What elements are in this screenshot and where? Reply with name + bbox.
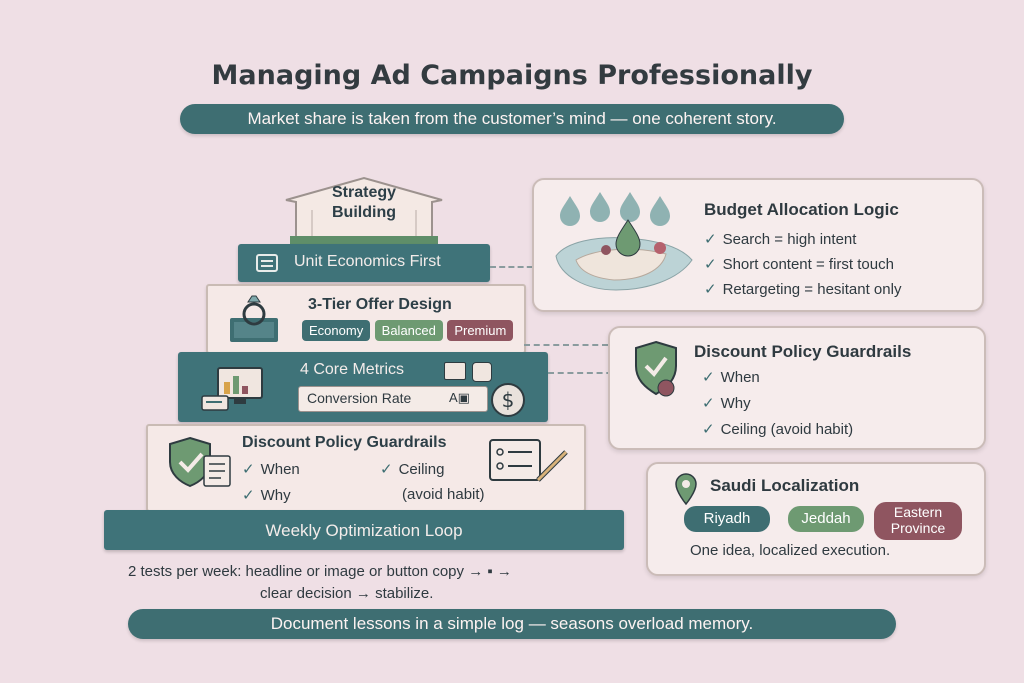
roof-label-line2: Building (332, 204, 396, 221)
tier-offer-design: 3-Tier Offer Design Economy Balanced Pre… (206, 284, 526, 354)
tier-unit-economics: Unit Economics First (238, 244, 490, 282)
tier-discount-guardrails: Discount Policy Guardrails ✓ When ✓ Why ✓ C… (146, 424, 586, 512)
check-icon: ✓ (702, 395, 715, 412)
subtitle-banner: Market share is taken from the customer’… (180, 104, 844, 134)
city-riyadh: Riyadh (684, 506, 770, 532)
arrow-right-icon: → (355, 585, 371, 602)
tag-premium: Premium (447, 320, 514, 341)
tag-balanced: Balanced (374, 320, 443, 341)
footer-banner: Document lessons in a simple log — seaso… (128, 609, 896, 639)
tier-discount-title: Discount Policy Guardrails (242, 434, 447, 451)
check-icon: ✓ (242, 487, 255, 504)
tier-offer-design-title: 3-Tier Offer Design (308, 296, 452, 313)
tier-discount-item-when: When (260, 461, 300, 478)
card-discount-title: Discount Policy Guardrails (694, 342, 912, 361)
loop-note-line1: 2 tests per week: headline or image or b… (128, 563, 512, 580)
card-discount-guardrails: Discount Policy Guardrails ✓ When ✓ Why ✓ C… (608, 326, 986, 450)
shield-check-icon (169, 436, 231, 488)
page-title: Managing Ad Campaigns Professionally (211, 60, 813, 91)
connector-line (548, 372, 622, 374)
dashboard-icon (201, 367, 263, 411)
card-saudi-title: Saudi Localization (710, 476, 860, 495)
card-saudi-localization: Saudi Localization Riyadh Jeddah Eastern… (646, 462, 986, 576)
connector-line (490, 266, 542, 268)
discount-item-ceiling: Ceiling (avoid habit) (720, 421, 854, 438)
budget-item-retargeting: Retargeting = hesitant only (722, 281, 902, 298)
tier-discount-item-ceiling: Ceiling (398, 461, 445, 478)
discount-item-when: When (720, 369, 760, 386)
check-icon: ✓ (242, 461, 255, 478)
budget-item-short-content: Short content = first touch (722, 256, 894, 273)
tier-discount-item-avoid: (avoid habit) (402, 486, 485, 503)
arrow-right-icon: → ▪ → (468, 563, 512, 580)
dollar-coin-icon: $ (491, 383, 525, 417)
connector-line (524, 344, 608, 346)
document-icon (256, 254, 278, 272)
map-drops-icon (555, 192, 693, 291)
discount-item-why: Why (720, 395, 751, 412)
offer-tags: Economy Balanced Premium (302, 320, 514, 341)
tier-core-metrics-title: 4 Core Metrics (300, 361, 405, 378)
tier-discount-item-why: Why (260, 487, 291, 504)
roof-label-line1: Strategy (331, 184, 397, 201)
city-jeddah: Jeddah (788, 506, 864, 532)
checklist-pencil-icon (489, 439, 568, 482)
tier-unit-economics-label: Unit Economics First (294, 253, 441, 270)
budget-item-search: Search = high intent (722, 231, 857, 248)
strategy-building-roof (285, 176, 443, 244)
roof-label: Strategy Building (298, 183, 430, 223)
conversion-rate-label: Conversion Rate (307, 390, 412, 406)
loop-note-text: 2 tests per week: headline or image or b… (128, 563, 465, 580)
card-budget-title: Budget Allocation Logic (704, 200, 899, 219)
card-budget-allocation: Budget Allocation Logic ✓ Search = high i… (532, 178, 984, 312)
check-icon: ✓ (704, 256, 717, 273)
loop-note-line2: clear decision → stabilize. (260, 585, 433, 602)
ab-test-icon: A▣ (449, 390, 470, 405)
tier-weekly-loop: Weekly Optimization Loop (104, 510, 624, 550)
check-icon: ✓ (380, 461, 393, 478)
check-icon: ✓ (704, 231, 717, 248)
tag-economy: Economy (302, 320, 371, 341)
check-icon: ✓ (704, 281, 717, 298)
shield-check-icon (635, 340, 677, 397)
check-icon: ✓ (702, 369, 715, 386)
city-eastern-province: Eastern Province (874, 502, 962, 540)
conversion-rate-box: Conversion Rate A▣ (298, 386, 488, 412)
card-saudi-note: One idea, localized execution. (690, 542, 891, 559)
loop-note-stabilize: stabilize. (375, 585, 434, 602)
svg-text:$: $ (502, 388, 515, 412)
tier-core-metrics: 4 Core Metrics Conversion Rate A▣ $ (178, 352, 548, 422)
tier-weekly-loop-label: Weekly Optimization Loop (265, 521, 463, 540)
location-pin-icon (675, 473, 697, 506)
loop-note-decision: clear decision (260, 585, 352, 602)
ring-box-icon (230, 295, 278, 342)
check-icon: ✓ (702, 421, 715, 438)
dice-icon (472, 362, 492, 382)
grid-icon (444, 362, 466, 380)
